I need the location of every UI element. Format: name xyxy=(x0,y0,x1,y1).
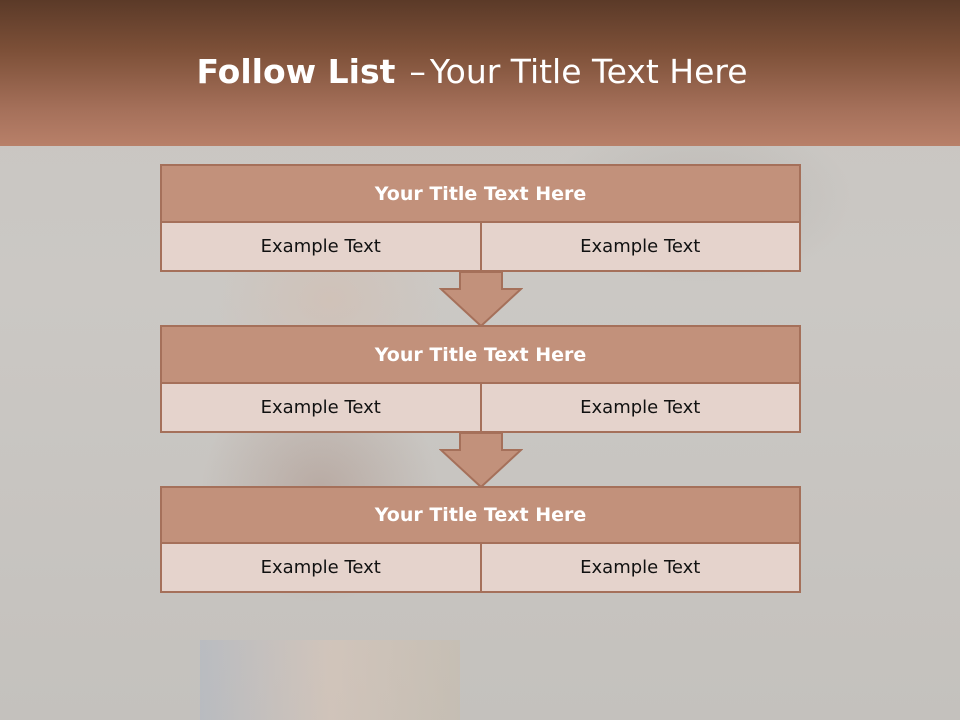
list-block-right-text: Example Text xyxy=(479,384,799,431)
list-block-row: Example Text Example Text xyxy=(162,544,799,591)
list-block-title: Your Title Text Here xyxy=(162,488,799,544)
list-block-3: Your Title Text Here Example Text Exampl… xyxy=(160,486,801,593)
slide-title-rest: Your Title Text Here xyxy=(429,52,748,91)
list-block-right-text: Example Text xyxy=(479,223,799,270)
list-block-title: Your Title Text Here xyxy=(162,327,799,384)
list-block-2: Your Title Text Here Example Text Exampl… xyxy=(160,325,801,433)
header-band: Follow List–Your Title Text Here xyxy=(0,0,960,146)
background-dress-pattern xyxy=(200,640,460,720)
slide-title-bold: Follow List xyxy=(196,52,396,91)
list-block-left-text: Example Text xyxy=(162,544,480,591)
list-block-title: Your Title Text Here xyxy=(162,166,799,223)
down-arrow-icon xyxy=(439,271,523,327)
slide-title-separator: – xyxy=(409,52,426,91)
list-block-left-text: Example Text xyxy=(162,223,480,270)
list-block-1: Your Title Text Here Example Text Exampl… xyxy=(160,164,801,272)
list-block-right-text: Example Text xyxy=(479,544,799,591)
down-arrow-icon xyxy=(439,432,523,488)
slide-title: Follow List–Your Title Text Here xyxy=(0,52,944,91)
list-block-left-text: Example Text xyxy=(162,384,480,431)
list-block-row: Example Text Example Text xyxy=(162,223,799,270)
list-block-row: Example Text Example Text xyxy=(162,384,799,431)
